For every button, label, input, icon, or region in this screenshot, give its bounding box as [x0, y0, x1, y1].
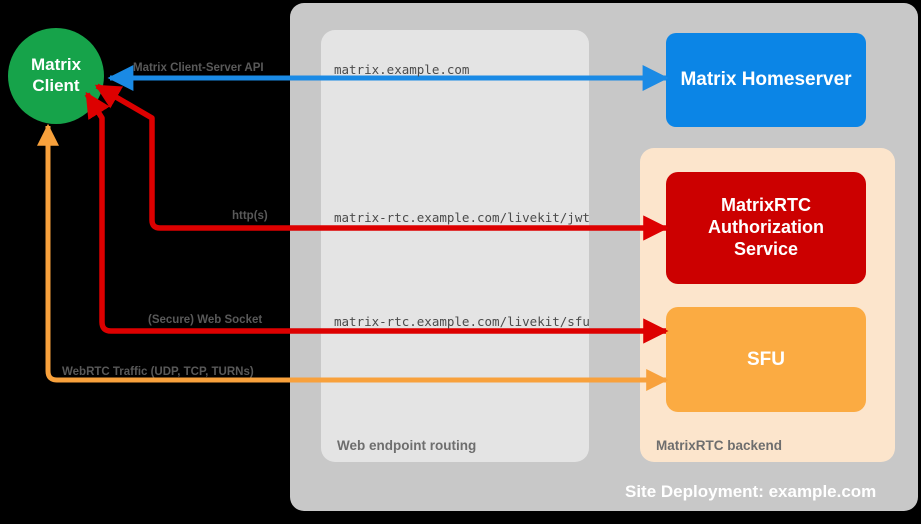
node-matrix-homeserver[interactable]	[666, 33, 866, 127]
node-matrix-client[interactable]	[8, 28, 104, 124]
edge-label-client-server-api: Matrix Client-Server API	[133, 62, 264, 74]
zone-web-endpoint-routing	[321, 30, 589, 462]
endpoint-livekit-sfu: matrix-rtc.example.com/livekit/sfu	[334, 314, 590, 329]
zone-site-deployment-caption: Site Deployment: example.com	[625, 482, 877, 501]
edge-webrtc-traffic	[36, 123, 669, 392]
zone-web-endpoint-routing-caption: Web endpoint routing	[337, 438, 477, 453]
edge-label-https-jwt: http(s)	[232, 210, 268, 222]
zone-matrixrtc-backend-caption: MatrixRTC backend	[656, 438, 783, 453]
endpoint-livekit-jwt: matrix-rtc.example.com/livekit/jwt	[334, 210, 590, 225]
edge-label-secure-websocket: (Secure) Web Socket	[148, 314, 263, 326]
edge-label-webrtc-traffic: WebRTC Traffic (UDP, TCP, TURNs)	[62, 366, 254, 378]
endpoint-matrix-example-com: matrix.example.com	[334, 62, 470, 77]
node-sfu[interactable]	[666, 307, 866, 412]
node-matrixrtc-authorization-service[interactable]	[666, 172, 866, 284]
